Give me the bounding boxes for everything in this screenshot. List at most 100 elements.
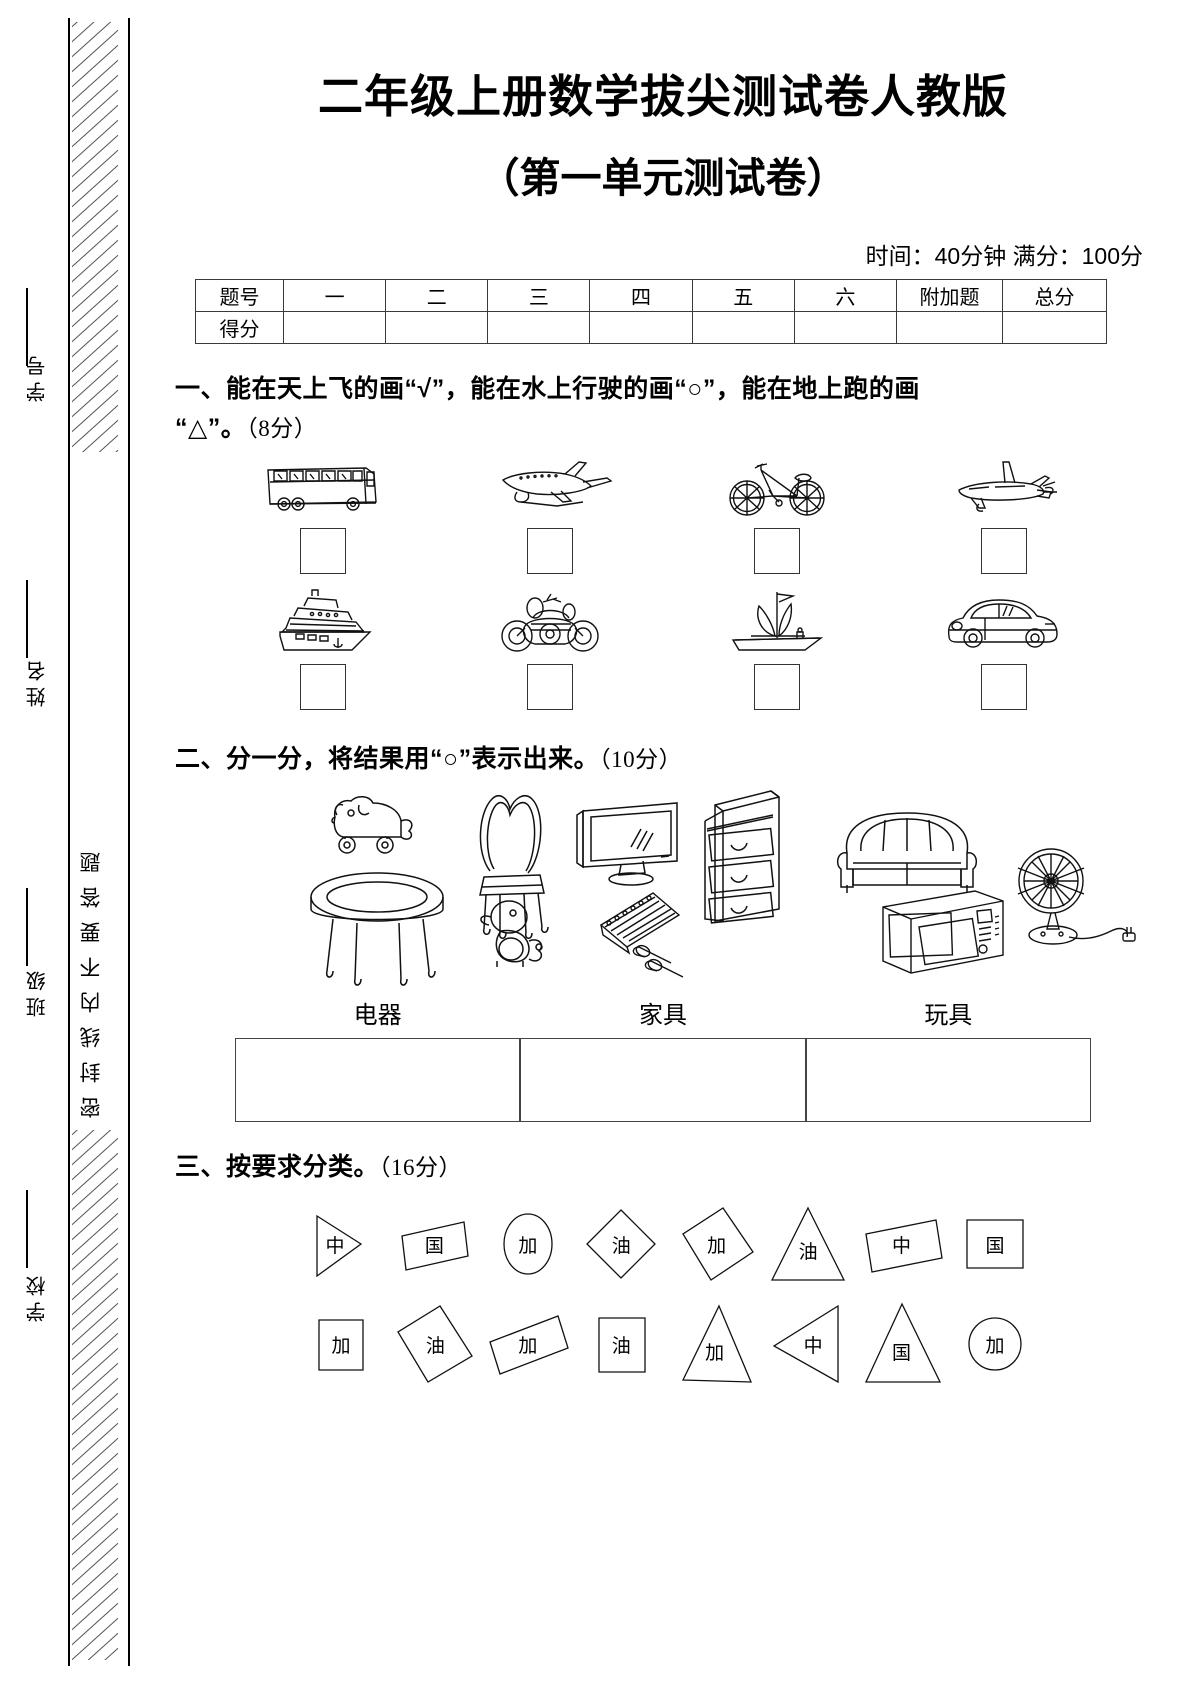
- question-3-shape-row-2: 加 油 加 油 加 中 国 加: [175, 1300, 1151, 1388]
- shape-diamond-tilt[interactable]: 加: [669, 1200, 761, 1288]
- motorcycle-icon: [466, 592, 634, 654]
- vehicle-cell: [466, 592, 634, 710]
- exam-meta: 时间：40分钟 满分：100分: [865, 243, 1143, 270]
- vehicle-cell: [920, 456, 1088, 574]
- field-rule-1: [26, 288, 28, 366]
- category-appliances: 电器: [235, 995, 521, 1122]
- score-value-total[interactable]: [1002, 311, 1107, 345]
- shape-triangle-left[interactable]: 中: [762, 1300, 854, 1388]
- shape-rect-tall[interactable]: 加: [295, 1300, 387, 1388]
- shape-char: 国: [892, 1342, 912, 1364]
- round-table-icon: [303, 867, 451, 987]
- question-1-row-2: [175, 592, 1151, 710]
- question-1-line1: 一、能在天上飞的画“√”，能在水上行驶的画“○”，能在地上跑的画: [175, 375, 920, 404]
- score-table: 题号 一 二 三 四 五 六 附加题 总分 得分: [195, 279, 1107, 345]
- answer-box[interactable]: [980, 663, 1027, 710]
- score-value-4[interactable]: [589, 311, 693, 345]
- shape-ellipse[interactable]: 加: [482, 1200, 574, 1288]
- shape-char: 加: [705, 1342, 725, 1364]
- category-furniture-box[interactable]: [520, 1037, 806, 1122]
- shape-triangle-up[interactable]: 加: [669, 1300, 761, 1388]
- toy-dog-icon: [323, 789, 419, 865]
- bicycle-icon: [693, 456, 861, 518]
- answer-box[interactable]: [526, 527, 573, 574]
- score-col-4: 四: [589, 279, 693, 313]
- field-student-id: 学号: [8, 350, 64, 402]
- shape-circle[interactable]: 加: [949, 1300, 1041, 1388]
- shape-rect-tall[interactable]: 油: [575, 1300, 667, 1388]
- score-col-2: 二: [385, 279, 489, 313]
- question-2-items: [175, 783, 1151, 993]
- shape-triangle-up[interactable]: 国: [856, 1300, 948, 1388]
- answer-box[interactable]: [299, 663, 346, 710]
- score-col-3: 三: [487, 279, 591, 313]
- question-2-categories: 电器 家具 玩具: [175, 995, 1151, 1122]
- shape-char: 加: [707, 1235, 727, 1257]
- shape-rect-tilt[interactable]: 加: [482, 1300, 574, 1388]
- vehicle-cell: [920, 592, 1088, 710]
- score-value-5[interactable]: [691, 311, 795, 345]
- shape-char: 加: [331, 1335, 351, 1357]
- vehicle-cell: [239, 456, 407, 574]
- category-appliances-label: 电器: [353, 1002, 402, 1029]
- score-col-extra: 附加题: [896, 279, 1003, 313]
- field-school-label: 学校: [27, 1270, 49, 1322]
- shape-char: 加: [985, 1335, 1005, 1357]
- score-value-1[interactable]: [282, 311, 387, 345]
- shape-rect-tilt[interactable]: 中: [856, 1200, 948, 1288]
- score-value-3[interactable]: [487, 311, 591, 345]
- answer-box[interactable]: [753, 663, 800, 710]
- car-icon: [920, 592, 1088, 654]
- page-title: 二年级上册数学拔尖测试卷人教版: [317, 71, 1008, 122]
- score-col-6: 六: [793, 279, 898, 313]
- shape-char: 中: [803, 1335, 823, 1357]
- shape-char: 油: [611, 1235, 631, 1257]
- field-rule-4: [26, 1190, 28, 1268]
- field-rule-3: [26, 888, 28, 966]
- answer-box[interactable]: [526, 663, 573, 710]
- jet-plane-icon: [466, 456, 634, 518]
- category-appliances-box[interactable]: [235, 1037, 521, 1122]
- score-table-row-label: 题号: [195, 279, 284, 313]
- field-name-label: 姓名: [27, 655, 49, 707]
- shape-char: 油: [425, 1335, 445, 1357]
- microwave-icon: [875, 887, 1011, 981]
- shape-square[interactable]: 国: [949, 1200, 1041, 1288]
- question-3-shape-row-1: 中 国 加 油 加 油 中 国: [175, 1200, 1151, 1288]
- shape-diamond[interactable]: 油: [575, 1200, 667, 1288]
- score-value-extra[interactable]: [896, 311, 1003, 345]
- shape-char: 中: [325, 1235, 345, 1257]
- shape-quadrilateral[interactable]: 国: [388, 1200, 480, 1288]
- answer-box[interactable]: [299, 527, 346, 574]
- seal-hatch-top: [72, 22, 126, 452]
- answer-box[interactable]: [753, 527, 800, 574]
- field-name: 姓名: [8, 655, 64, 707]
- question-2-points: （10分）: [599, 746, 683, 772]
- shape-char: 国: [985, 1235, 1005, 1257]
- score-value-6[interactable]: [793, 311, 898, 345]
- score-value-2[interactable]: [385, 311, 489, 345]
- shape-char: 油: [798, 1241, 818, 1263]
- toy-duck-icon: [467, 895, 559, 987]
- seal-line-inner: [68, 18, 70, 1666]
- shape-diamond-tilt[interactable]: 油: [388, 1300, 480, 1388]
- bus-icon: [239, 456, 407, 518]
- shape-char: 加: [518, 1335, 538, 1357]
- category-furniture-label: 家具: [638, 1002, 687, 1029]
- question-1-points: （8分）: [246, 416, 318, 442]
- question-1-line2: “△”。: [175, 414, 247, 443]
- shape-triangle-right[interactable]: 中: [295, 1200, 387, 1288]
- field-class: 班级: [8, 965, 64, 1017]
- score-col-5: 五: [691, 279, 795, 313]
- score-col-1: 一: [282, 279, 387, 313]
- shape-triangle-up[interactable]: 油: [762, 1200, 854, 1288]
- vehicle-cell: [239, 592, 407, 710]
- question-3-prompt: 三、按要求分类。（16分）: [175, 1148, 1151, 1187]
- category-furniture: 家具: [520, 995, 806, 1122]
- score-table-value-row: 得分: [195, 311, 1107, 345]
- vehicle-cell: [466, 456, 634, 574]
- category-toys-box[interactable]: [805, 1037, 1091, 1122]
- field-school: 学校: [8, 1270, 64, 1322]
- answer-box[interactable]: [980, 527, 1027, 574]
- shape-char: 加: [518, 1235, 538, 1257]
